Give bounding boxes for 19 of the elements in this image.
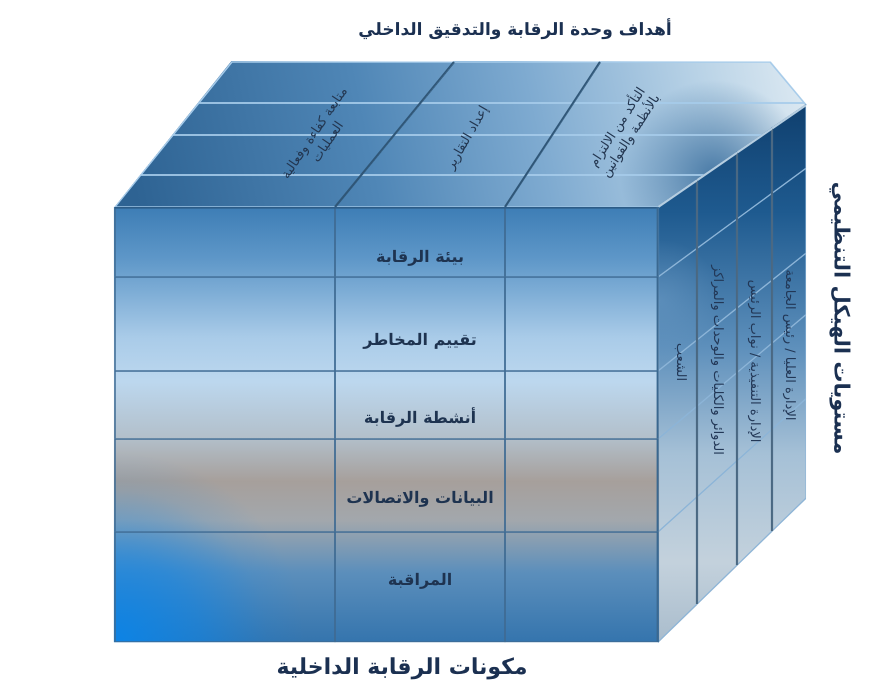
- cube-side-face-column: [657, 178, 698, 644]
- cube-side-face-column: [736, 127, 773, 567]
- axis-title: مستويات الهيكل التنظيمي: [828, 182, 854, 454]
- objective-label: إعداد التقارير: [442, 102, 493, 174]
- cube-side-face-column: [771, 103, 807, 533]
- component-label: البيانات والاتصالات: [346, 488, 494, 508]
- component-label: المراقبة: [388, 570, 452, 590]
- component-label: أنشطة الرقابة: [364, 408, 476, 428]
- axis-title: أهداف وحدة الرقابة والتدقيق الداخلي: [358, 20, 672, 40]
- level-label: الإدارة التنفيذية / نواب الرئيس: [746, 280, 762, 442]
- level-label: الدوائر والكليات والوحدات والمراكز: [709, 265, 726, 455]
- axis-title: مكونات الرقابة الداخلية: [276, 654, 528, 682]
- objective-label: التأكد من الالتزام بالأنظمة والقوانين: [586, 84, 665, 182]
- cube-side-face-column: [696, 151, 738, 606]
- component-label: بيئة الرقابة: [376, 247, 464, 267]
- level-label: الإدارة العليا / رئيس الجامعة: [781, 270, 798, 420]
- level-label: الشعب: [672, 342, 688, 382]
- objective-label: متابعة كفاءة وفعالية العمليات: [278, 83, 352, 184]
- component-label: تقييم المخاطر: [363, 330, 477, 350]
